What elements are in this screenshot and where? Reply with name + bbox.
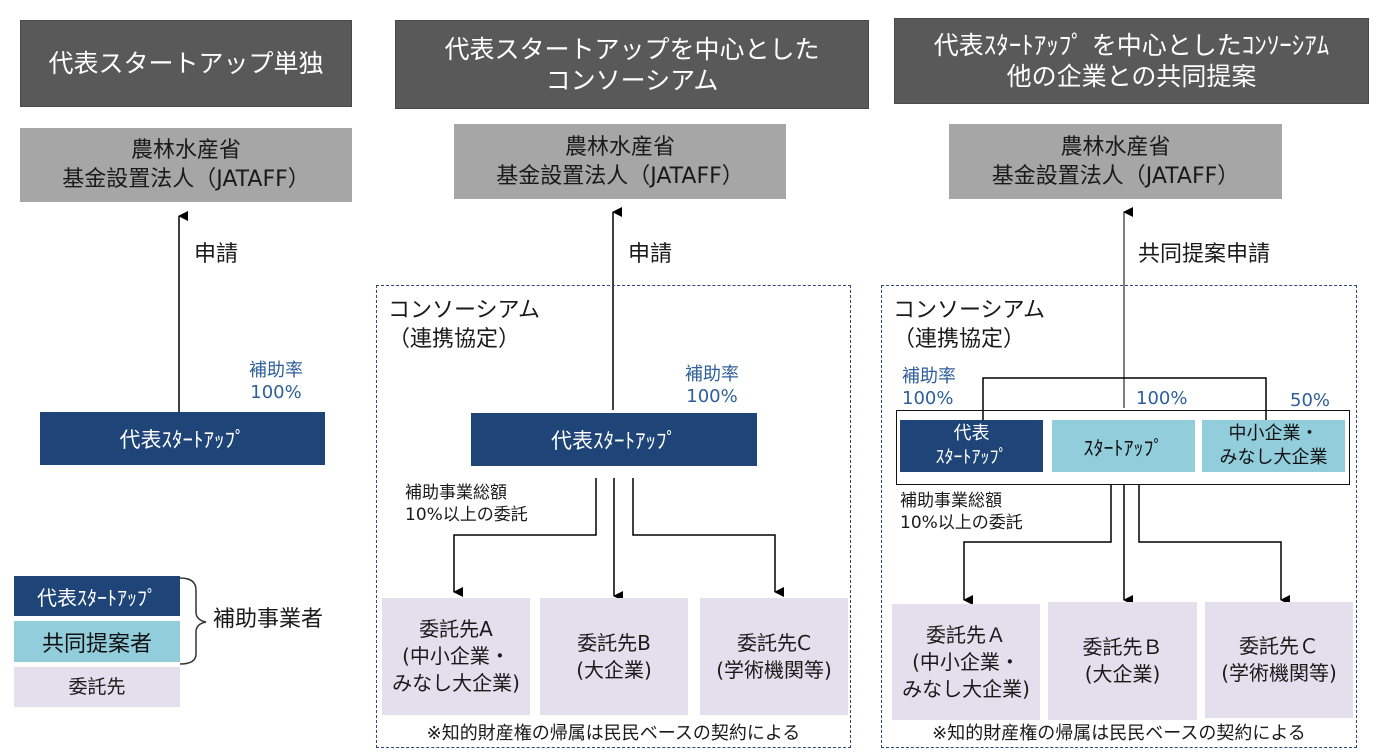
col2-delegation-note: 補助事業総額 10%以上の委託 bbox=[405, 483, 528, 525]
col1-title: 代表スタートアップ単独 bbox=[20, 20, 352, 107]
col3-subsidy-rate-sme: 50% bbox=[1290, 390, 1331, 411]
col3-agency-box: 農林水産省 基金設置法人（JATAFF） bbox=[949, 124, 1282, 199]
col3-startup-box: ｽﾀｰﾄｱｯﾌﾟ bbox=[1052, 420, 1195, 472]
col3-joint-proposal-group bbox=[896, 410, 1350, 485]
col3-arrow-label: 共同提案申請 bbox=[1138, 242, 1271, 267]
col2-lead-startup-box: 代表ｽﾀｰﾄｱｯﾌﾟ bbox=[471, 413, 757, 466]
col2-ip-footnote: ※知的財産権の帰属は民民ベースの契約による bbox=[426, 723, 801, 744]
col1-agency-box: 農林水産省 基金設置法人（JATAFF） bbox=[20, 128, 352, 202]
col2-arrow-label: 申請 bbox=[628, 242, 673, 267]
col2-consortium-label: コンソーシアム （連携協定） bbox=[388, 298, 541, 352]
col2-consortium-frame bbox=[376, 285, 851, 748]
col3-lead-startup-box: 代表 ｽﾀｰﾄｱｯﾌﾟ bbox=[900, 420, 1043, 472]
col1-lead-startup-box: 代表ｽﾀｰﾄｱｯﾌﾟ bbox=[40, 412, 325, 465]
col2-contractor-c: 委託先C (学術機関等) bbox=[700, 598, 848, 715]
col2-agency-box: 農林水産省 基金設置法人（JATAFF） bbox=[454, 124, 786, 199]
legend-brace bbox=[179, 577, 207, 665]
col3-contractor-a: 委託先Ａ (中小企業・ みなし大企業) bbox=[892, 604, 1040, 720]
col3-delegation-note: 補助事業総額 10%以上の委託 bbox=[900, 491, 1023, 533]
legend-co-proposer: 共同提案者 bbox=[14, 621, 180, 662]
col3-consortium-frame bbox=[881, 285, 1357, 748]
col1-arrow-label: 申請 bbox=[194, 242, 239, 267]
col3-consortium-label: コンソーシアム （連携協定） bbox=[893, 298, 1046, 352]
col3-ip-footnote: ※知的財産権の帰属は民民ベースの契約による bbox=[932, 723, 1306, 744]
col3-subsidy-rate-lead: 補助率 100% bbox=[902, 366, 956, 409]
col1-subsidy-rate: 補助率 100% bbox=[249, 360, 303, 403]
col2-subsidy-rate: 補助率 100% bbox=[685, 364, 739, 407]
col3-sme-box: 中小企業・ みなし大企業 bbox=[1202, 420, 1345, 472]
legend-group-label: 補助事業者 bbox=[213, 607, 324, 632]
legend-contractor: 委託先 bbox=[14, 667, 180, 707]
col3-title: 代表ｽﾀｰﾄｱｯﾌﾟ を中心としたｺﾝｿｰｼｱﾑ 他の企業との共同提案 bbox=[894, 18, 1369, 104]
col2-title: 代表スタートアップを中心とした コンソーシアム bbox=[395, 20, 869, 109]
col3-contractor-c: 委託先Ｃ (学術機関等) bbox=[1205, 602, 1353, 718]
col3-contractor-b: 委託先Ｂ (大企業) bbox=[1048, 602, 1197, 720]
col3-subsidy-rate-startup: 100% bbox=[1136, 388, 1188, 409]
legend-lead-startup: 代表ｽﾀｰﾄｱｯﾌﾟ bbox=[14, 576, 180, 616]
col2-contractor-a: 委託先A (中小企業・ みなし大企業) bbox=[382, 598, 530, 715]
col2-contractor-b: 委託先B (大企業) bbox=[540, 598, 688, 715]
